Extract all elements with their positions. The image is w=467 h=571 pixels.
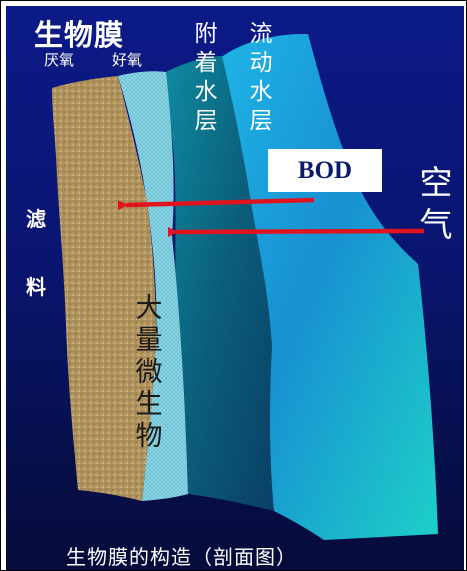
attached-water-layer-label: 附着水层 <box>192 20 220 136</box>
bod-label: BOD <box>268 149 382 192</box>
microbes-label: 大量微生物 <box>132 293 166 453</box>
diagram-title: 生物膜 <box>34 12 124 54</box>
filter-material-label-1: 滤 <box>26 203 46 232</box>
diagram-panel: 生物膜 厌氧 好氧 附着水层 流动水层 BOD 空气 滤 料 大量微生物 生物膜… <box>6 6 464 570</box>
air-label: 空气 <box>414 162 458 246</box>
biofilm-cross-section <box>6 6 464 570</box>
filter-material-label-2: 料 <box>26 271 46 300</box>
aerobic-label: 好氧 <box>112 49 142 70</box>
anaerobic-label: 厌氧 <box>44 49 74 70</box>
figure-caption: 生物膜的构造（剖面图） <box>66 541 297 570</box>
flowing-water-layer-label: 流动水层 <box>247 20 275 136</box>
bod-arrow-lower <box>176 231 424 232</box>
